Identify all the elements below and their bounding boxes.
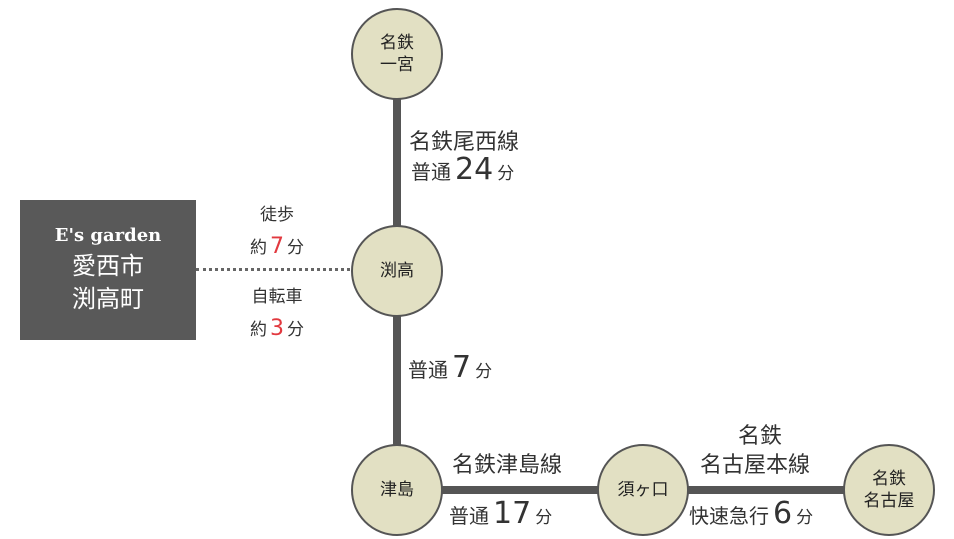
- nagoya-line-name-2: 名古屋本線: [700, 453, 811, 478]
- service-type: 普通: [411, 160, 451, 184]
- area-line1: 愛西市: [72, 252, 144, 281]
- nagoya-line-name-1: 名鉄: [738, 424, 783, 449]
- station-sukaguchi: 須ヶ口: [597, 444, 689, 536]
- unit: 分: [475, 362, 493, 382]
- minutes: 17: [493, 496, 532, 531]
- bike-prefix: 約: [250, 320, 267, 341]
- walk-unit: 分: [287, 238, 304, 259]
- bike-label: 自転車: [251, 287, 303, 307]
- station-name: 津島: [380, 479, 414, 500]
- walk-prefix: 約: [250, 238, 267, 259]
- station-name: 須ヶ口: [617, 479, 669, 500]
- bike-minutes: 3: [270, 316, 284, 342]
- access-dotted-line: [196, 268, 350, 271]
- unit: 分: [796, 508, 814, 528]
- rail-line-ichinomiya-fuchitaka: [393, 94, 401, 234]
- walk-minutes: 7: [270, 234, 284, 260]
- service-type: 普通: [408, 358, 448, 382]
- origin-box: E's garden 愛西市 渕高町: [20, 200, 196, 340]
- tsushima-line-name: 名鉄津島線: [452, 453, 563, 478]
- station-meitetsu-ichinomiya: 名鉄 一宮: [351, 8, 443, 100]
- bike-unit: 分: [287, 320, 304, 341]
- station-name-line1: 名鉄: [380, 32, 414, 53]
- station-meitetsu-nagoya: 名鉄 名古屋: [843, 444, 935, 536]
- service-type: 快速急行: [689, 504, 769, 528]
- minutes: 6: [773, 496, 793, 531]
- brand-name: E's garden: [54, 225, 162, 247]
- minutes: 24: [455, 152, 494, 187]
- station-name-line2: 名古屋: [863, 491, 915, 511]
- bisai-line-name: 名鉄尾西線: [409, 130, 520, 155]
- rail-line-sukaguchi-nagoya: [686, 486, 846, 494]
- station-fuchitaka: 渕高: [351, 225, 443, 317]
- rail-line-tsushima-sukaguchi: [440, 486, 600, 494]
- station-name-line2: 一宮: [380, 55, 414, 75]
- area-line2: 渕高町: [72, 284, 144, 313]
- rail-line-fuchitaka-tsushima: [393, 316, 401, 446]
- unit: 分: [535, 508, 553, 528]
- walk-label: 徒歩: [260, 205, 294, 225]
- station-tsushima: 津島: [351, 444, 443, 536]
- unit: 分: [497, 164, 515, 184]
- minutes: 7: [452, 350, 472, 385]
- station-name-line1: 名鉄: [872, 468, 906, 489]
- station-name: 渕高: [380, 260, 414, 281]
- service-type: 普通: [449, 504, 489, 528]
